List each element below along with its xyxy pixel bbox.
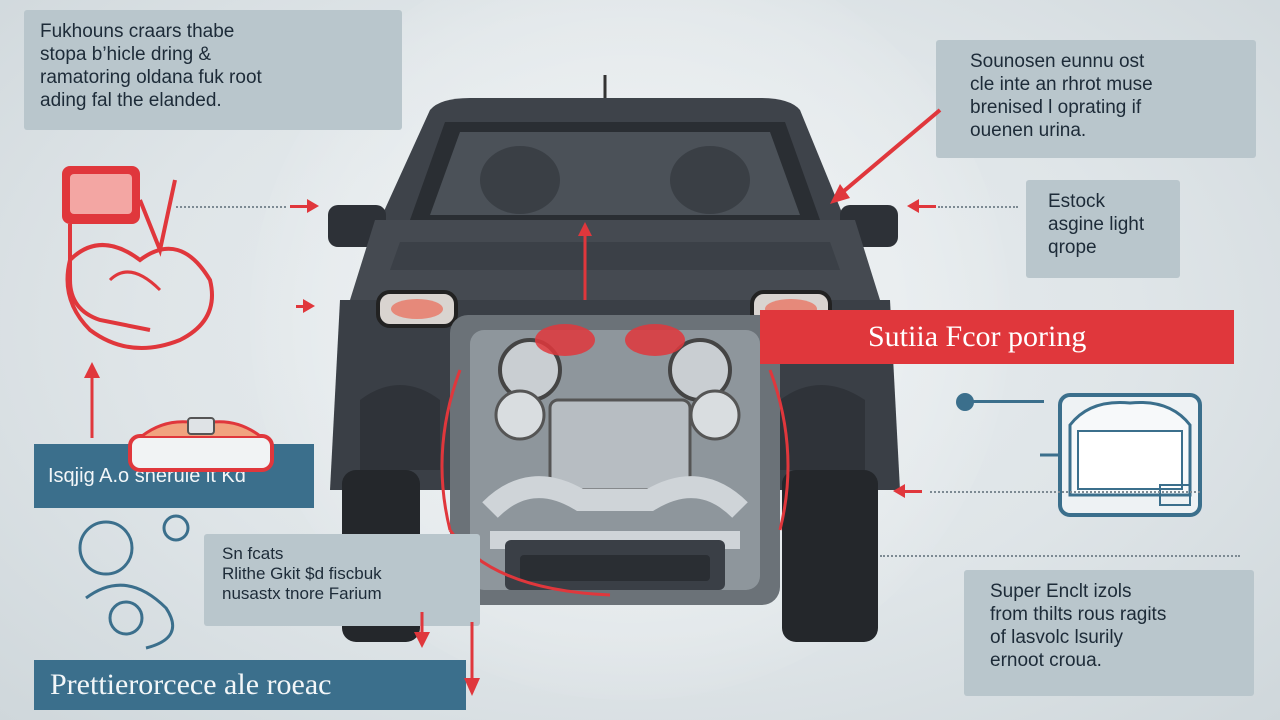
pointer-arrow: [893, 484, 922, 498]
radiator-icon: [1040, 393, 1202, 517]
callout-line: of lasvolc lsurily: [990, 627, 1124, 648]
callout-line: Super Enclt izols: [990, 581, 1132, 602]
fuel-pump-icon: [62, 166, 177, 332]
callout-line: Sounosen eunnu ost: [970, 51, 1145, 72]
callout-line: ading fal the elanded.: [40, 90, 222, 111]
callout-bottom-right: Super Enclt izols from thilts rous ragit…: [964, 570, 1254, 696]
callout-line: Sn fcats: [222, 544, 284, 563]
callout-line: Estock: [1048, 191, 1106, 212]
callout-line: from thilts rous ragits: [990, 604, 1167, 625]
callout-line: asgine light: [1048, 214, 1145, 235]
vertical-arrow: [84, 362, 100, 438]
diagonal-arrow: [830, 108, 942, 204]
callout-top-left: Fukhouns craars thabe stopa b’hicle drin…: [24, 10, 402, 130]
callout-line: nusastx tnore Farium: [222, 584, 382, 603]
connector-line: [972, 400, 1044, 403]
pointer-arrow: [290, 199, 319, 213]
callout-line: brenised l oprating if: [970, 97, 1142, 118]
leader-line: [938, 206, 1018, 208]
callout-line: ramatoring oldana fuk root: [40, 67, 262, 88]
leader-line: [176, 206, 286, 208]
pointer-arrow: [296, 299, 315, 313]
callout-center-left: Sn fcats Rlithe Gkit $d fiscbuk nusastx …: [204, 534, 480, 626]
callout-mid-right: Estock asgine light qrope: [1026, 180, 1180, 278]
pointer-arrow: [907, 199, 936, 213]
connector-dot: [956, 393, 974, 411]
blue-banner-bottom: Prettierorcece ale roeac: [34, 660, 466, 710]
callout-line: ernoot croua.: [990, 650, 1102, 671]
leader-line: [880, 555, 1240, 557]
callout-line: Fukhouns craars thabe: [40, 21, 235, 42]
callout-top-right: Sounosen eunnu ost cle inte an rhrot mus…: [936, 40, 1256, 158]
leader-line: [930, 491, 1200, 493]
down-arrow: [464, 622, 480, 696]
callout-line: ouenen urina.: [970, 120, 1087, 141]
engine-parts-icon: [78, 514, 190, 650]
callout-line: cle inte an rhrot muse: [970, 74, 1153, 95]
car-front-icon: [328, 75, 900, 642]
callout-line: stopa b’hicle dring &: [40, 44, 212, 65]
down-arrow: [414, 612, 430, 648]
callout-line: Rlithe Gkit $d fiscbuk: [222, 564, 382, 583]
red-banner: Sutiia Fcor poring: [760, 310, 1234, 364]
callout-line: qrope: [1048, 237, 1097, 258]
oil-tray-icon: [128, 417, 274, 472]
hand-icon: [65, 243, 214, 350]
